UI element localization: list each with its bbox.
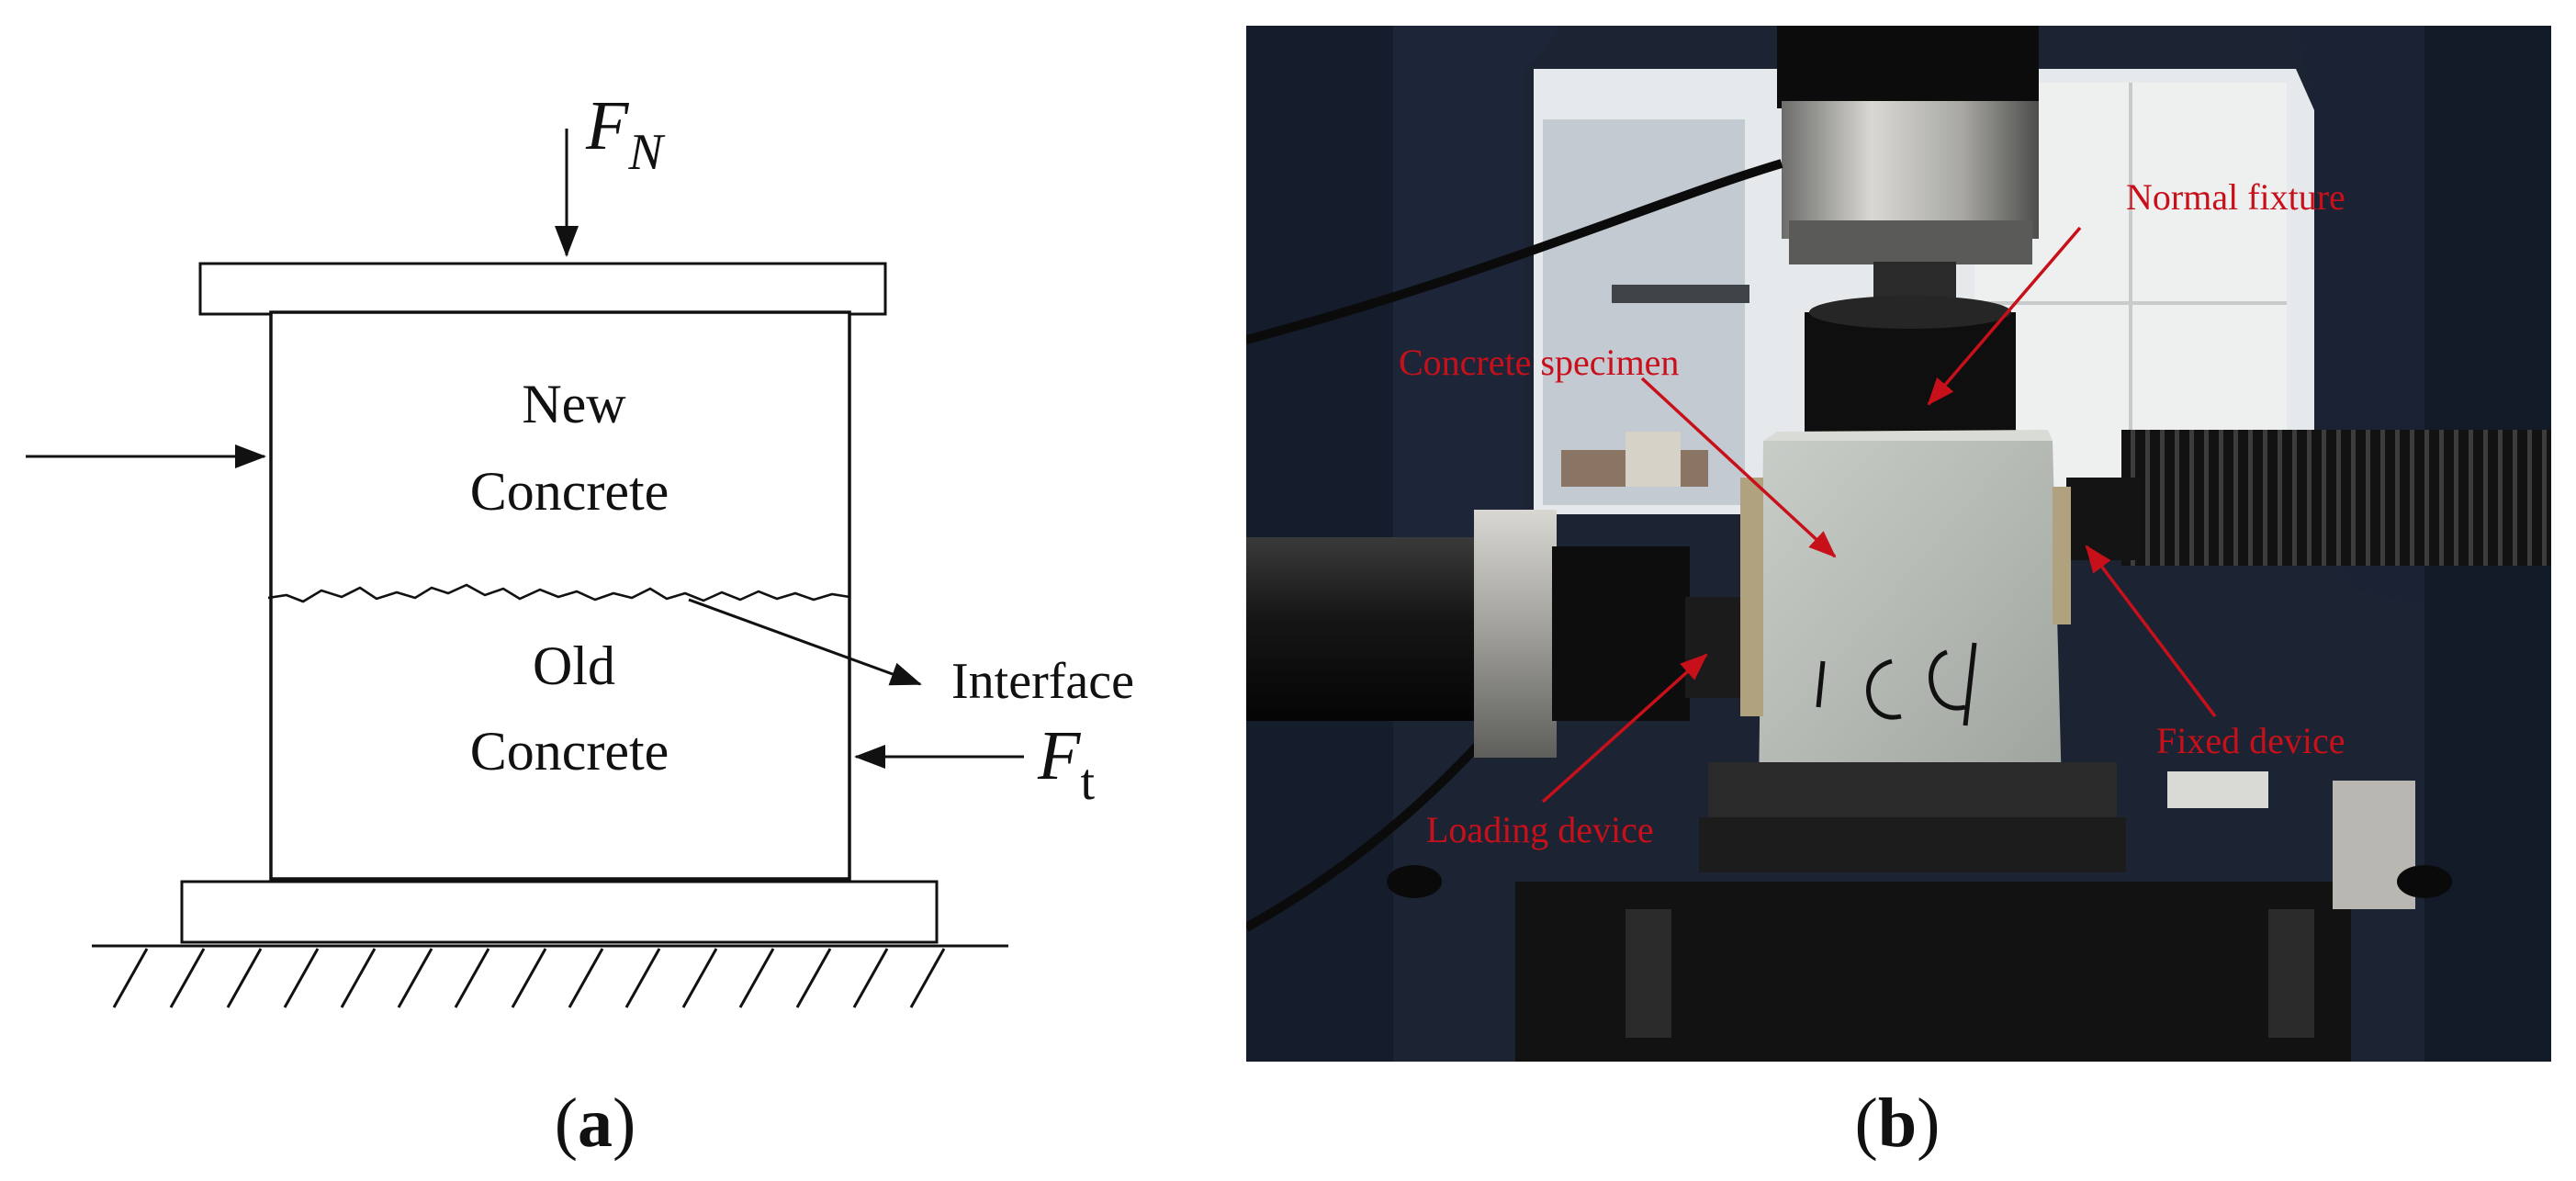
panel-a-caption: (a): [555, 1085, 636, 1162]
concrete-specimen-label: Concrete specimen: [1399, 342, 1679, 383]
fixed-device-pointer: [2085, 545, 2217, 718]
fixed-device-rod: [2121, 430, 2551, 566]
ground-hatching: [112, 948, 946, 1008]
panel-a-schematic: FN Ft New Concrete Old Concrete Interfac…: [26, 87, 1134, 1162]
new-concrete-line2: Concrete: [470, 461, 669, 522]
panel-b-photo: Normal fixture Concrete specimen Fixed d…: [1246, 26, 2551, 1062]
interface-pointer-arrow: [688, 598, 922, 686]
normal-fixture-label: Normal fixture: [2126, 176, 2345, 218]
normal-force-label: FN: [585, 87, 665, 181]
fixed-device-label: Fixed device: [2156, 720, 2345, 761]
interface-line: [267, 583, 850, 603]
concrete-specimen-pointer: [1640, 377, 1837, 558]
concrete-specimen: [1759, 441, 2062, 794]
loading-device-ring: [1474, 510, 1557, 758]
new-concrete-line1: New: [522, 374, 626, 434]
loading-ram: [1777, 26, 2039, 108]
normal-fixture-pointer: [1927, 226, 2082, 406]
top-plate: [198, 262, 887, 316]
normal-fixture: [1805, 312, 2016, 432]
old-concrete-line2: Concrete: [470, 721, 669, 782]
interface-label: Interface: [951, 653, 1134, 710]
old-concrete-line1: Old: [533, 635, 615, 696]
tangential-force-label: Ft: [1037, 717, 1095, 811]
loading-device-label: Loading device: [1426, 809, 1654, 850]
panel-b-caption: (b): [1855, 1085, 1940, 1162]
base-plate: [180, 880, 939, 944]
loading-device-pointer: [1541, 653, 1708, 804]
